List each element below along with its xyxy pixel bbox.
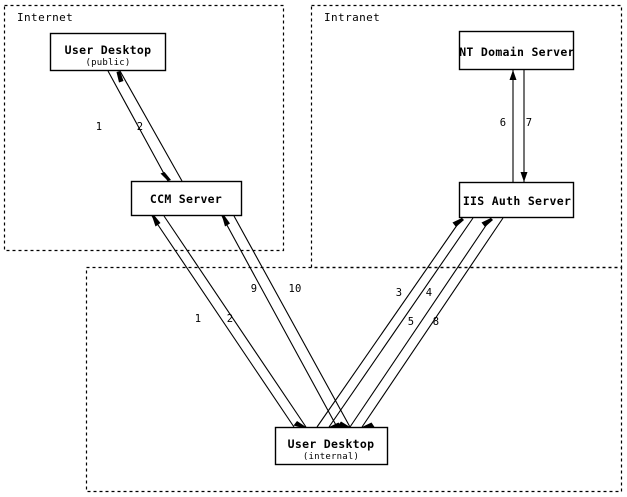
- flow-internal-desktop-ccm-12: [151, 215, 307, 428]
- step-label-1-public: 1: [96, 121, 103, 133]
- node-user-desktop-internal[interactable]: User Desktop (internal): [274, 426, 389, 466]
- step-label-10: 10: [288, 283, 301, 295]
- node-label-iis-auth-server: IIS Auth Server: [463, 194, 571, 208]
- flow-line-step-5: [349, 217, 492, 428]
- flow-line-step-9: [221, 215, 338, 428]
- flow-internal-desktop-iis-34: [316, 217, 474, 429]
- node-label-ccm-server: CCM Server: [150, 192, 222, 206]
- step-label-6: 6: [500, 117, 507, 129]
- step-label-1-internal: 1: [195, 313, 202, 325]
- node-box-nt-domain-server[interactable]: [458, 30, 575, 71]
- step-label-8: 8: [433, 316, 440, 328]
- arrow-head-step-2-internal: [293, 421, 306, 428]
- flow-line-step-8: [361, 217, 504, 428]
- zone-internet-border: [3, 4, 285, 252]
- flow-line-step-2-internal: [163, 215, 307, 428]
- arrow-head-step-3: [452, 218, 464, 227]
- flow-internal-desktop-iis-58: [349, 217, 504, 429]
- node-box-user-desktop-internal[interactable]: [274, 426, 389, 466]
- flow-line-step-1-public: [107, 70, 169, 182]
- node-label-user-desktop-public: User Desktop: [65, 43, 152, 57]
- step-label-2-public: 2: [137, 121, 144, 133]
- step-label-2-internal: 2: [227, 313, 234, 325]
- flow-line-step-3: [316, 217, 463, 428]
- arrow-head-step-1-public: [160, 172, 171, 181]
- zone-label-internet: Internet: [17, 11, 73, 24]
- node-user-desktop-public[interactable]: User Desktop (public): [49, 32, 167, 72]
- node-label-nt-domain-server: NT Domain Server: [459, 45, 575, 59]
- node-label-user-desktop-internal: User Desktop: [288, 437, 375, 451]
- node-sublabel-user-desktop-public: (public): [86, 58, 131, 68]
- arrow-head-step-1-internal: [152, 215, 161, 227]
- flow-iis-ntdomain: [509, 70, 528, 182]
- flow-line-step-10: [233, 215, 351, 428]
- node-nt-domain-server[interactable]: NT Domain Server: [458, 30, 575, 71]
- step-label-4: 4: [426, 287, 433, 299]
- node-ccm-server[interactable]: CCM Server: [130, 180, 243, 217]
- flow-line-step-1-internal: [151, 215, 295, 428]
- zone-label-intranet: Intranet: [324, 11, 380, 24]
- flow-line-step-4: [328, 217, 474, 428]
- arrow-head-step-9: [222, 215, 230, 227]
- node-box-iis-auth-server[interactable]: [458, 181, 575, 219]
- flow-public-desktop-ccm: [107, 70, 183, 182]
- node-sublabel-user-desktop-internal: (internal): [303, 452, 359, 462]
- node-iis-auth-server[interactable]: IIS Auth Server: [458, 181, 575, 219]
- step-label-9: 9: [251, 283, 258, 295]
- node-box-user-desktop-public[interactable]: [49, 32, 167, 72]
- flow-line-step-2-public: [119, 70, 183, 182]
- step-label-7: 7: [526, 117, 533, 129]
- node-box-ccm-server[interactable]: [130, 180, 243, 217]
- flow-internal-desktop-ccm-910: [221, 215, 351, 429]
- zone-internal-border: [85, 266, 623, 493]
- step-label-3: 3: [396, 287, 403, 299]
- step-label-5: 5: [408, 316, 415, 328]
- arrow-head-step-7: [520, 172, 528, 182]
- arrow-head-step-6: [509, 70, 517, 80]
- arrow-head-step-5: [481, 218, 493, 227]
- arrow-head-step-2-public: [116, 71, 124, 83]
